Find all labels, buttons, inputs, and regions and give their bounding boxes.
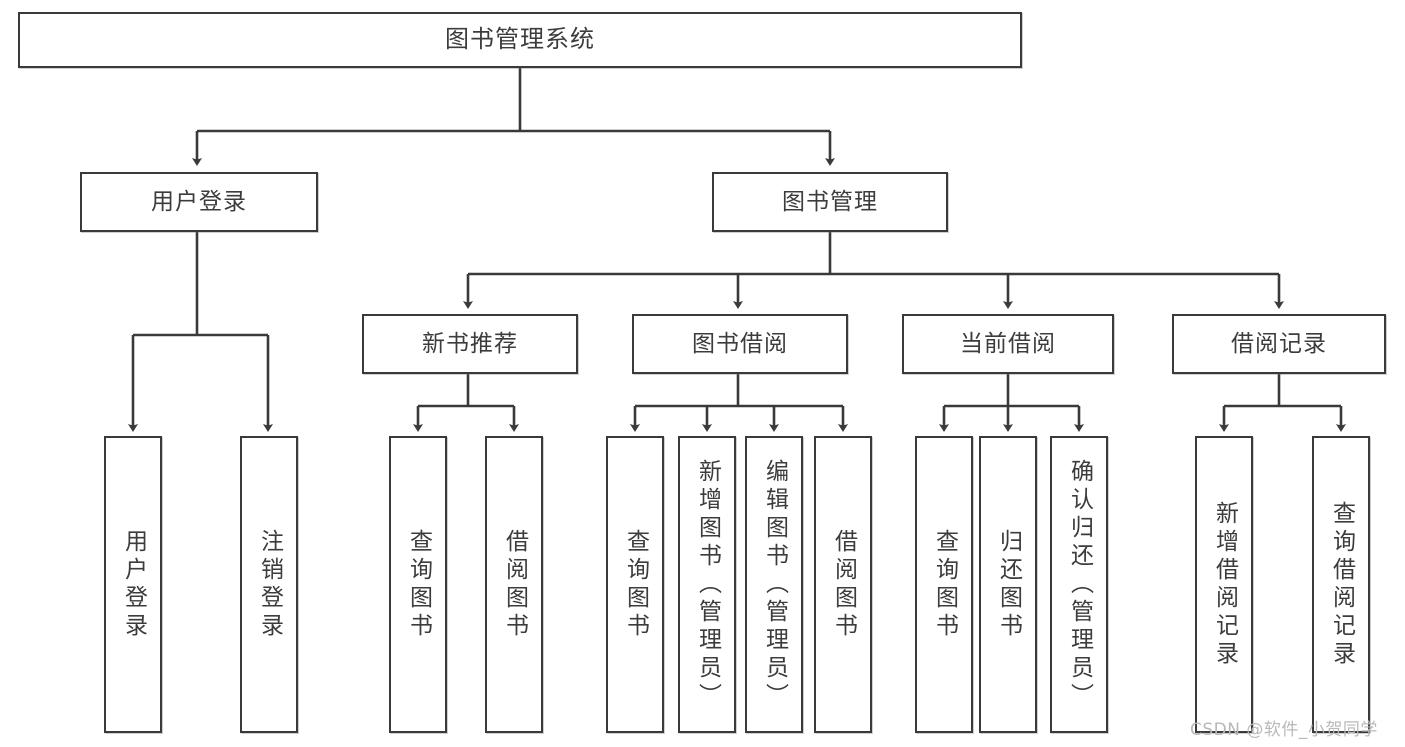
node-label: 新增图书（管理员） bbox=[694, 458, 721, 711]
leaf-query-book-current[interactable]: 查询图书 bbox=[915, 436, 973, 733]
leaf-confirm-return-admin[interactable]: 确认归还（管理员） bbox=[1050, 436, 1108, 733]
leaf-return-book[interactable]: 归还图书 bbox=[979, 436, 1037, 733]
node-borrow-record[interactable]: 借阅记录 bbox=[1172, 314, 1386, 374]
node-label: 注销登录 bbox=[256, 528, 283, 641]
node-label: 当前借阅 bbox=[960, 330, 1056, 357]
leaf-edit-book-admin[interactable]: 编辑图书（管理员） bbox=[745, 436, 803, 733]
node-label: 用户登录 bbox=[120, 528, 147, 641]
node-book-management[interactable]: 图书管理 bbox=[712, 172, 948, 232]
node-label: 用户登录 bbox=[151, 188, 247, 215]
leaf-add-book-admin[interactable]: 新增图书（管理员） bbox=[678, 436, 736, 733]
csdn-watermark: CSDN @软件_小贺同学 bbox=[1190, 720, 1378, 740]
node-label: 查询借阅记录 bbox=[1328, 500, 1355, 669]
node-root-system[interactable]: 图书管理系统 bbox=[18, 12, 1022, 68]
node-label: 编辑图书（管理员） bbox=[761, 458, 788, 711]
leaf-query-book-borrow[interactable]: 查询图书 bbox=[606, 436, 664, 733]
node-label: 借阅图书 bbox=[501, 528, 528, 641]
node-label: 确认归还（管理员） bbox=[1066, 458, 1093, 711]
node-label: 归还图书 bbox=[995, 528, 1022, 641]
node-user-login[interactable]: 用户登录 bbox=[80, 172, 318, 232]
leaf-query-book-recommend[interactable]: 查询图书 bbox=[389, 436, 447, 733]
node-label: 查询图书 bbox=[931, 528, 958, 641]
node-label: 图书管理 bbox=[782, 188, 878, 215]
node-label: 查询图书 bbox=[405, 528, 432, 641]
node-label: 借阅图书 bbox=[830, 528, 857, 641]
node-new-book-recommend[interactable]: 新书推荐 bbox=[362, 314, 578, 374]
leaf-user-login[interactable]: 用户登录 bbox=[104, 436, 162, 733]
leaf-borrow-book[interactable]: 借阅图书 bbox=[814, 436, 872, 733]
node-label: 图书管理系统 bbox=[445, 25, 595, 54]
node-label: 新增借阅记录 bbox=[1211, 500, 1238, 669]
node-label: 查询图书 bbox=[622, 528, 649, 641]
node-label: 新书推荐 bbox=[422, 330, 518, 357]
node-label: 借阅记录 bbox=[1231, 330, 1327, 357]
node-label: 图书借阅 bbox=[692, 330, 788, 357]
leaf-add-borrow-record[interactable]: 新增借阅记录 bbox=[1195, 436, 1253, 733]
node-current-borrow[interactable]: 当前借阅 bbox=[902, 314, 1114, 374]
node-book-borrow[interactable]: 图书借阅 bbox=[632, 314, 848, 374]
leaf-borrow-book-recommend[interactable]: 借阅图书 bbox=[485, 436, 543, 733]
leaf-query-borrow-record[interactable]: 查询借阅记录 bbox=[1312, 436, 1370, 733]
leaf-user-logout[interactable]: 注销登录 bbox=[240, 436, 298, 733]
